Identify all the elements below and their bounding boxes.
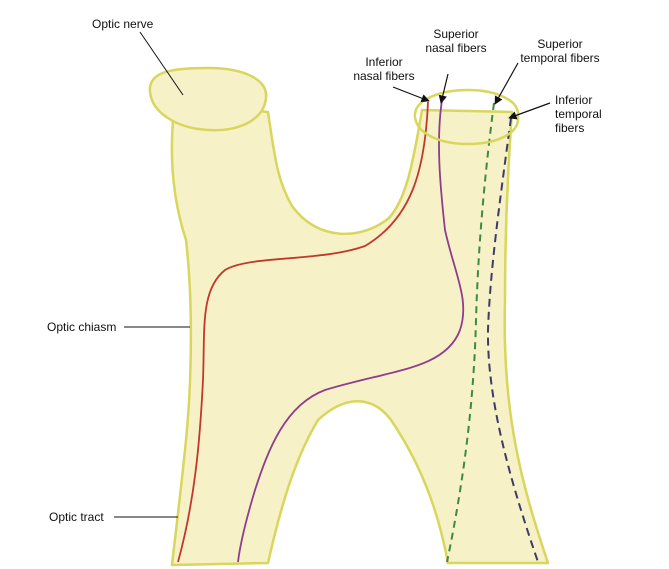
label-line: Inferior [555, 93, 593, 107]
inferior-nasal-fiber [177, 101, 429, 563]
label-line: nasal fibers [425, 41, 487, 55]
label-superior-nasal-fibers: Superior nasal fibers [416, 27, 496, 55]
inferior-temporal-fiber [486, 117, 539, 563]
label-line: fibers [555, 121, 585, 135]
label-line: Superior [433, 27, 479, 41]
label-inferior-temporal-fibers: Inferior temporal fibers [555, 93, 602, 135]
label-line: Inferior [365, 55, 403, 69]
optic-nerve-leader [139, 31, 184, 96]
label-line: temporal [555, 107, 602, 121]
superior-temporal-fiber [446, 102, 495, 563]
label-inferior-nasal-fibers: Inferior nasal fibers [346, 55, 422, 83]
chiasm-body [170, 100, 550, 567]
label-superior-temporal-fibers: Superior temporal fibers [512, 37, 608, 65]
label-line: Superior [537, 37, 583, 51]
right-nerve-cut-front [413, 115, 520, 146]
label-line: nasal fibers [353, 69, 415, 83]
superior-temporal-arrow [494, 62, 519, 105]
label-optic-tract: Optic tract [49, 510, 104, 524]
optic-nerve-cut-surface [148, 66, 268, 132]
label-line: temporal fibers [520, 51, 600, 65]
inferior-nasal-arrow [392, 86, 430, 103]
label-optic-chiasm: Optic chiasm [47, 320, 117, 334]
superior-nasal-fiber [237, 99, 465, 563]
right-nerve-cut-back [413, 88, 520, 118]
superior-nasal-arrow [438, 73, 449, 104]
label-optic-nerve: Optic nerve [92, 17, 154, 31]
inferior-temporal-arrow [508, 102, 551, 120]
